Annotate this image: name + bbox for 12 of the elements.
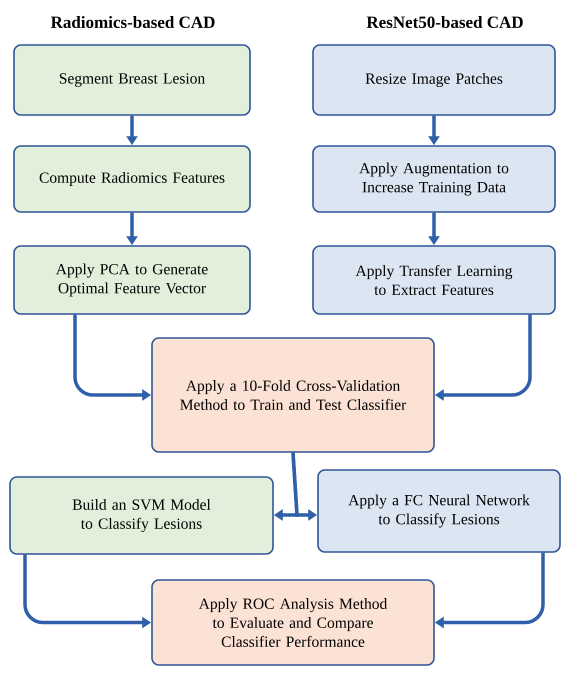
process-box: Segment Breast Lesion xyxy=(13,44,251,116)
process-box: Apply Augmentation to Increase Training Data xyxy=(312,145,556,213)
process-box: Apply PCA to Generate Optimal Feature Vector xyxy=(13,245,251,315)
process-box: Apply ROC Analysis Method to Evaluate and Compare Classifier Performance xyxy=(151,579,435,666)
process-box: Apply a 10-Fold Cross-Validation Method to Train and Test Classifier xyxy=(151,337,435,453)
process-box: Apply Transfer Learning to Extract Features xyxy=(312,245,556,315)
column-heading: Radiomics-based CAD xyxy=(50,16,215,28)
process-box: Apply a FC Neural Network to Classify Lesions xyxy=(317,469,561,553)
column-heading: ResNet50-based CAD xyxy=(366,16,523,28)
process-box: Build an SVM Model to Classify Lesions xyxy=(9,476,274,555)
process-box: Compute Radiomics Features xyxy=(13,145,251,213)
process-box: Resize Image Patches xyxy=(312,44,556,116)
